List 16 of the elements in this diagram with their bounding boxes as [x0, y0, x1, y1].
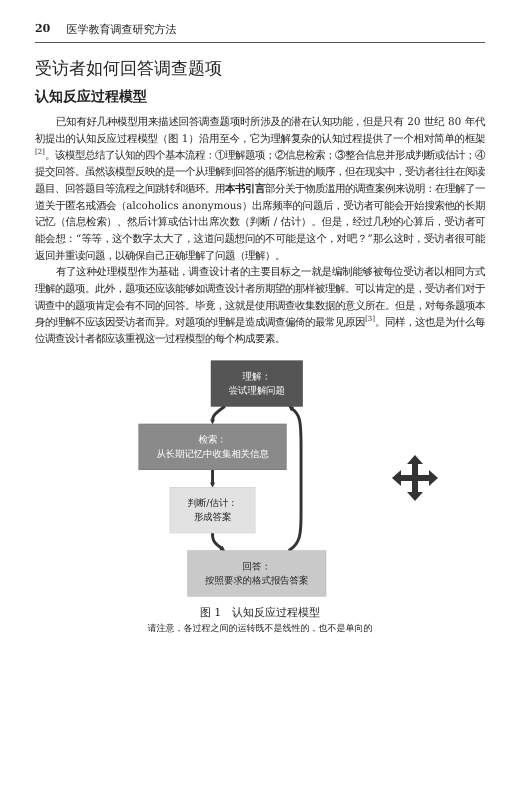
body-paragraph: 有了这种处理模型作为基础，调查设计者的主要目标之一就是编制能够被每位受访者以相同方式理解的题项。此外，题项还应该能够如调查设计者所期望的那样被理解。可以肯定的是，受访者们对于调查中的题项肯定会有不同的回答。毕竟，这就是使用调查收集数据的意义所在。但是，对每条题项本身的理解不应该因受访者而异。对题项的理解是造成调查偏倚的最常见原因$^{[3]}$。同样，这也是为什么每位调查设计者都应该重视这一过程模型的每个构成要素。	[35, 265, 485, 348]
page-title: 受访者如何回答调查题项	[35, 58, 223, 80]
arrow	[210, 405, 226, 424]
running-header: 医学教育调查研究方法	[66, 22, 176, 37]
figure-caption: 图 1 认知反应过程模型	[198, 604, 322, 620]
node-box: 检索： 从长期记忆中收集相关信息	[138, 424, 286, 470]
section-heading: 认知反应过程模型	[35, 88, 148, 106]
arrow	[210, 532, 225, 551]
arrow	[288, 406, 302, 552]
page-number: 20	[35, 22, 50, 37]
node-box: 判断/估计： 形成答案	[169, 486, 256, 534]
arrow	[210, 470, 215, 488]
body-paragraph: 已知有好几种模型用来描述回答调查题项时所涉及的潜在认知功能，但是只有 20 世纪 80 年代初提出的认知反应过程模型（图 1）沿用至今，它为理解复杂的认知过程提供了一个相对简单的框架$^{[2]}$。该模型总结了认知的四个基本流程：①理解题项；②信息检索；③整合信息并形成判断或估计；④提交回答。虽然该模型反映的是一个从理解到回答的循序渐进的顺序，但在现实中，受访者往往在阅读题目、回答题目等流程之间跳转和循环。用本书引言部分关于物质滥用的调查案例来说明：在理解了一道关于匿名戒酒会（alcoholics anonymous）出席频率的问题后，受访者可能会开始搜索他的长期记忆（信息检索）、然后计算或估计出席次数（判断 / 估计）。但是，经过几秒的心算后，受访者可能会想：“等等，这个数字太大了，这道问题想问的不可能是这个，对吧？”那么这时，受访者很可能返回并重读问题，以确保自己正确理解了问题（理解）。	[35, 115, 485, 264]
figure-note: 请注意，各过程之间的运转既不是线性的，也不是单向的	[146, 622, 374, 635]
node-box: 理解： 尝试理解问题	[210, 360, 302, 407]
node-box: 回答： 按照要求的格式报告答案	[187, 550, 326, 596]
